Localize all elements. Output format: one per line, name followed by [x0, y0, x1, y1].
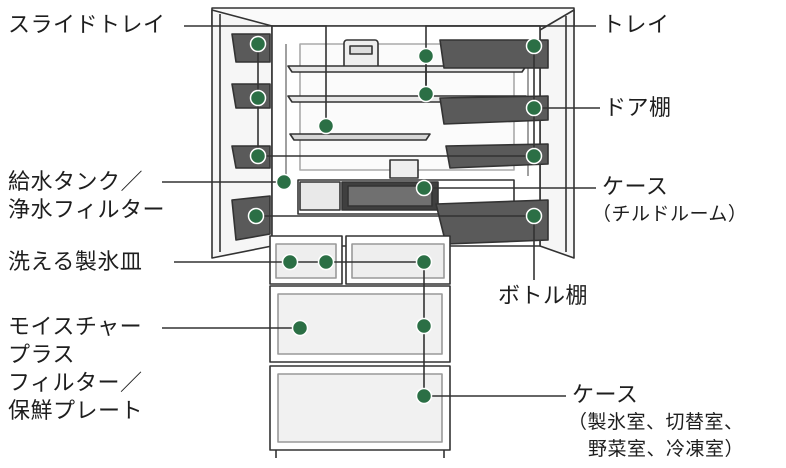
dot-tray-2: [417, 85, 435, 103]
label-moisture-3: フィルター／: [8, 371, 143, 396]
label-case-chilled-sub: （チルドルーム）: [592, 203, 748, 225]
label-case-lower: ケース: [572, 383, 639, 408]
dot-door-bin-left-3: [249, 147, 267, 165]
label-moisture-1: モイスチャー: [8, 315, 143, 340]
dot-bottle-left: [247, 207, 265, 225]
label-ice-tray: 洗える製氷皿: [8, 250, 143, 275]
label-door-shelf: ドア棚: [604, 96, 672, 121]
dot-door-shelf-1: [525, 37, 543, 55]
dot-bottle-right: [525, 207, 543, 225]
dot-door-shelf-2: [525, 99, 543, 117]
dot-ice-tray-1: [281, 253, 299, 271]
dot-door-bin-left-1: [249, 35, 267, 53]
dot-slide-tray: [317, 117, 335, 135]
dot-ice-tray-2: [317, 253, 335, 271]
label-case-lower-sub1: （製氷室、切替室、: [568, 411, 744, 433]
label-slide-tray: スライドトレイ: [8, 13, 166, 38]
label-case-chilled: ケース: [602, 175, 669, 200]
dot-door-shelf-3: [525, 147, 543, 165]
label-bottle-shelf: ボトル棚: [498, 284, 589, 309]
dot-tray-1: [417, 47, 435, 65]
label-water-tank-1: 給水タンク／: [8, 170, 144, 195]
label-moisture-4: 保鮮プレート: [8, 399, 144, 424]
label-tray: トレイ: [602, 13, 670, 38]
label-moisture-2: プラス: [8, 343, 76, 368]
dot-door-bin-left-2: [249, 89, 267, 107]
dot-moisture: [291, 319, 309, 337]
dot-water-tank: [275, 173, 293, 191]
dot-freezer: [415, 387, 433, 405]
dot-ice-room: [415, 253, 433, 271]
dot-case-chilled: [415, 179, 433, 197]
label-water-tank-2: 浄水フィルター: [8, 198, 166, 223]
label-case-lower-sub2: 野菜室、冷凍室）: [588, 438, 745, 460]
dot-vegetable: [415, 317, 433, 335]
